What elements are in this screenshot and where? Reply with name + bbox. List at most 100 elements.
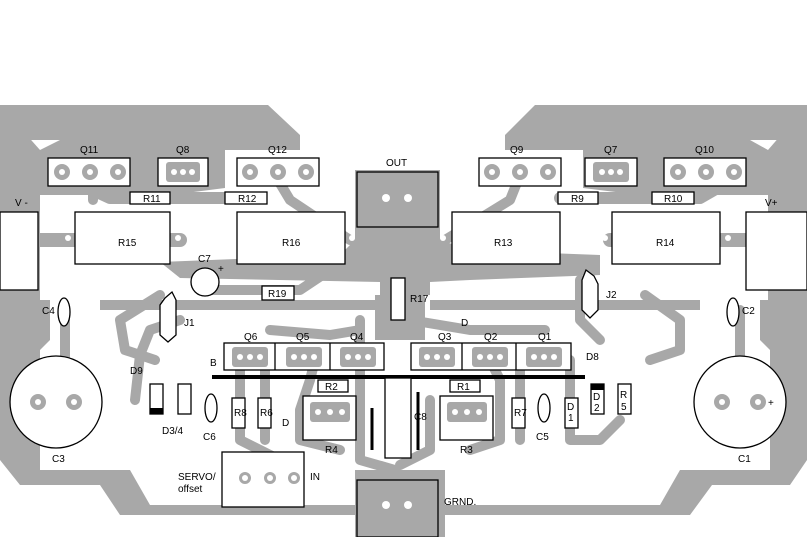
resistor-r6: R6 D (257, 397, 289, 429)
r16-label: R16 (282, 238, 301, 249)
j2-label: J2 (606, 290, 617, 301)
resistor-r10: R10 (651, 191, 695, 205)
r13-label: R13 (494, 238, 513, 249)
c2-label: C2 (742, 306, 755, 317)
r15-label: R15 (118, 238, 137, 249)
resistor-r17: R17 (390, 277, 429, 321)
transistor-q8: Q8 (157, 145, 209, 187)
q8-label: Q8 (176, 145, 190, 156)
resistor-r2: R2 (317, 379, 349, 393)
c6-label: C6 (203, 432, 216, 443)
c5-label: C5 (536, 432, 549, 443)
transistor-row-left: Q6 Q5 Q4 B (210, 332, 385, 371)
q12-label: Q12 (268, 145, 287, 156)
transistor-q12: Q12 (236, 145, 320, 187)
c1-label: C1 (738, 454, 751, 465)
resistor-r5: R 5 (617, 383, 632, 415)
r10-label: R10 (664, 194, 683, 205)
vminus-label: V - (15, 198, 28, 209)
r2-label: R2 (325, 382, 338, 393)
resistor-r19: R19 (261, 285, 295, 301)
q1-label: Q1 (538, 332, 552, 343)
r12-label: R12 (238, 194, 257, 205)
r5-num: 5 (621, 402, 627, 413)
r9-label: R9 (571, 194, 584, 205)
in-label: IN (310, 472, 320, 483)
d1-num: 1 (568, 413, 574, 424)
c3-label: C3 (52, 454, 65, 465)
d1-label: D (567, 402, 574, 413)
r5-label: R (620, 390, 627, 401)
r11-label: R11 (143, 194, 161, 205)
c7-label: C7 (198, 254, 211, 265)
resistor-r1: R1 (449, 379, 481, 393)
jumper-j2: J2 (581, 268, 617, 319)
q11-label: Q11 (80, 145, 99, 156)
resistor-r9: R9 (557, 191, 599, 205)
transistor-q9: Q9 (478, 145, 562, 187)
q10-label: Q10 (695, 145, 714, 156)
r6-label: R6 (260, 408, 273, 419)
r8-label: R8 (234, 408, 247, 419)
q5-label: Q5 (296, 332, 310, 343)
d8-label: D8 (586, 352, 599, 363)
vplus-label: V+ (765, 198, 778, 209)
resistor-r15: R15 (65, 211, 181, 265)
q4-label: Q4 (350, 332, 364, 343)
d2-label: D (593, 392, 600, 403)
capacitor-c8: C8 (370, 377, 427, 459)
d-r6-label: D (282, 418, 289, 429)
q9-label: Q9 (510, 145, 524, 156)
connector-vplus: V+ (745, 198, 807, 291)
connector-out: OUT (356, 158, 439, 228)
capacitor-c4: C4 (42, 297, 71, 327)
capacitor-c1: C1 + (693, 355, 787, 465)
diode-d34: D3/4 (162, 383, 192, 437)
q7-label: Q7 (604, 145, 618, 156)
q3-label: Q3 (438, 332, 452, 343)
capacitor-c6: C6 (203, 393, 218, 443)
transistor-q11: Q11 (47, 145, 131, 187)
diode-d2: D 2 D8 (586, 352, 605, 415)
connector-in: IN SERVO/ offset (178, 451, 320, 508)
resistor-r12: R12 (224, 191, 268, 205)
d34-label: D3/4 (162, 426, 184, 437)
connector-grnd: GRND. (356, 479, 476, 537)
resistor-r11: R11 (129, 191, 171, 205)
transistor-row-right: Q3 Q2 Q1 D (410, 318, 572, 371)
capacitor-c2: C2 (726, 297, 755, 327)
connector-vminus: V - (0, 198, 39, 291)
transistor-q10: Q10 (663, 145, 747, 187)
heatsink-bar (212, 375, 585, 379)
r3-label: R3 (460, 445, 473, 456)
d2-num: 2 (594, 403, 600, 414)
r1-label: R1 (457, 382, 470, 393)
c1-polarity: + (768, 398, 774, 409)
jumper-j1: J1 (159, 290, 195, 343)
r14-label: R14 (656, 238, 675, 249)
diode-d1: D 1 (564, 397, 579, 429)
trimmer-r4: R4 (302, 395, 357, 456)
resistor-r7: R7 (511, 397, 527, 429)
q2-label: Q2 (484, 332, 498, 343)
j1-label: J1 (184, 318, 195, 329)
r17-label: R17 (410, 294, 429, 305)
capacitor-c3: C3 (9, 355, 103, 465)
offset-label: offset (178, 484, 202, 495)
capacitor-c5: C5 (536, 393, 551, 443)
out-label: OUT (386, 158, 407, 169)
servo-label: SERVO/ (178, 472, 216, 483)
capacitor-c7: C7 + (190, 254, 224, 297)
r7-label: R7 (514, 408, 527, 419)
d9-label: D9 (130, 366, 143, 377)
grnd-label: GRND. (444, 497, 476, 508)
r4-label: R4 (325, 445, 338, 456)
resistor-r13: R13 (440, 211, 571, 265)
c7-polarity: + (218, 264, 224, 275)
c8-label: C8 (414, 412, 427, 423)
diode-d9: D9 (130, 366, 164, 415)
b-label: B (210, 358, 217, 369)
r19-label: R19 (268, 289, 287, 300)
c4-label: C4 (42, 306, 55, 317)
